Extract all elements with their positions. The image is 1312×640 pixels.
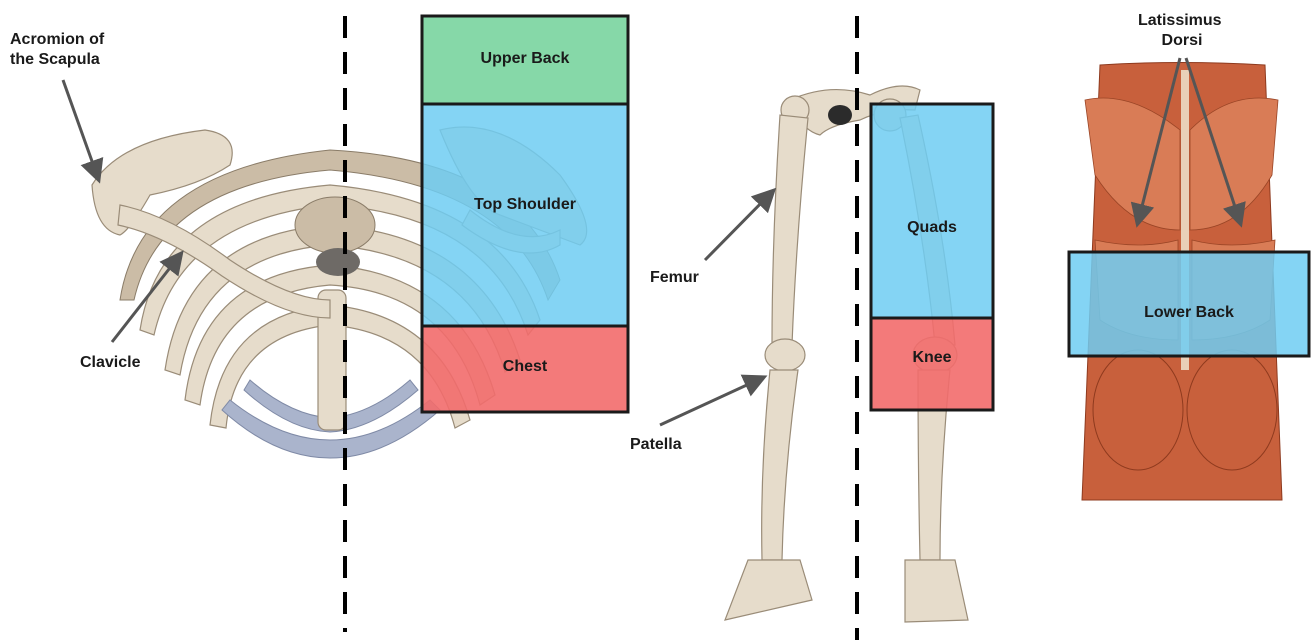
clavicle-label: Clavicle bbox=[80, 354, 141, 371]
femur-arrow bbox=[705, 192, 772, 260]
quads-region bbox=[871, 104, 993, 318]
patella-label: Patella bbox=[630, 436, 682, 453]
top-shoulder-region bbox=[422, 104, 628, 326]
lower-back-label: Lower Back bbox=[1144, 304, 1234, 321]
knee-label: Knee bbox=[912, 349, 951, 366]
acromion-arrow bbox=[63, 80, 98, 178]
patella-arrow bbox=[660, 378, 762, 425]
top-shoulder-label: Top Shoulder bbox=[474, 196, 576, 213]
upper-back-label: Upper Back bbox=[481, 50, 570, 67]
chest-label: Chest bbox=[503, 358, 548, 375]
latissimus-label: Latissimus Dorsi bbox=[1138, 12, 1226, 49]
quads-label: Quads bbox=[907, 219, 957, 236]
femur-label: Femur bbox=[650, 269, 699, 286]
acromion-label: Acromion of the Scapula bbox=[10, 31, 109, 68]
